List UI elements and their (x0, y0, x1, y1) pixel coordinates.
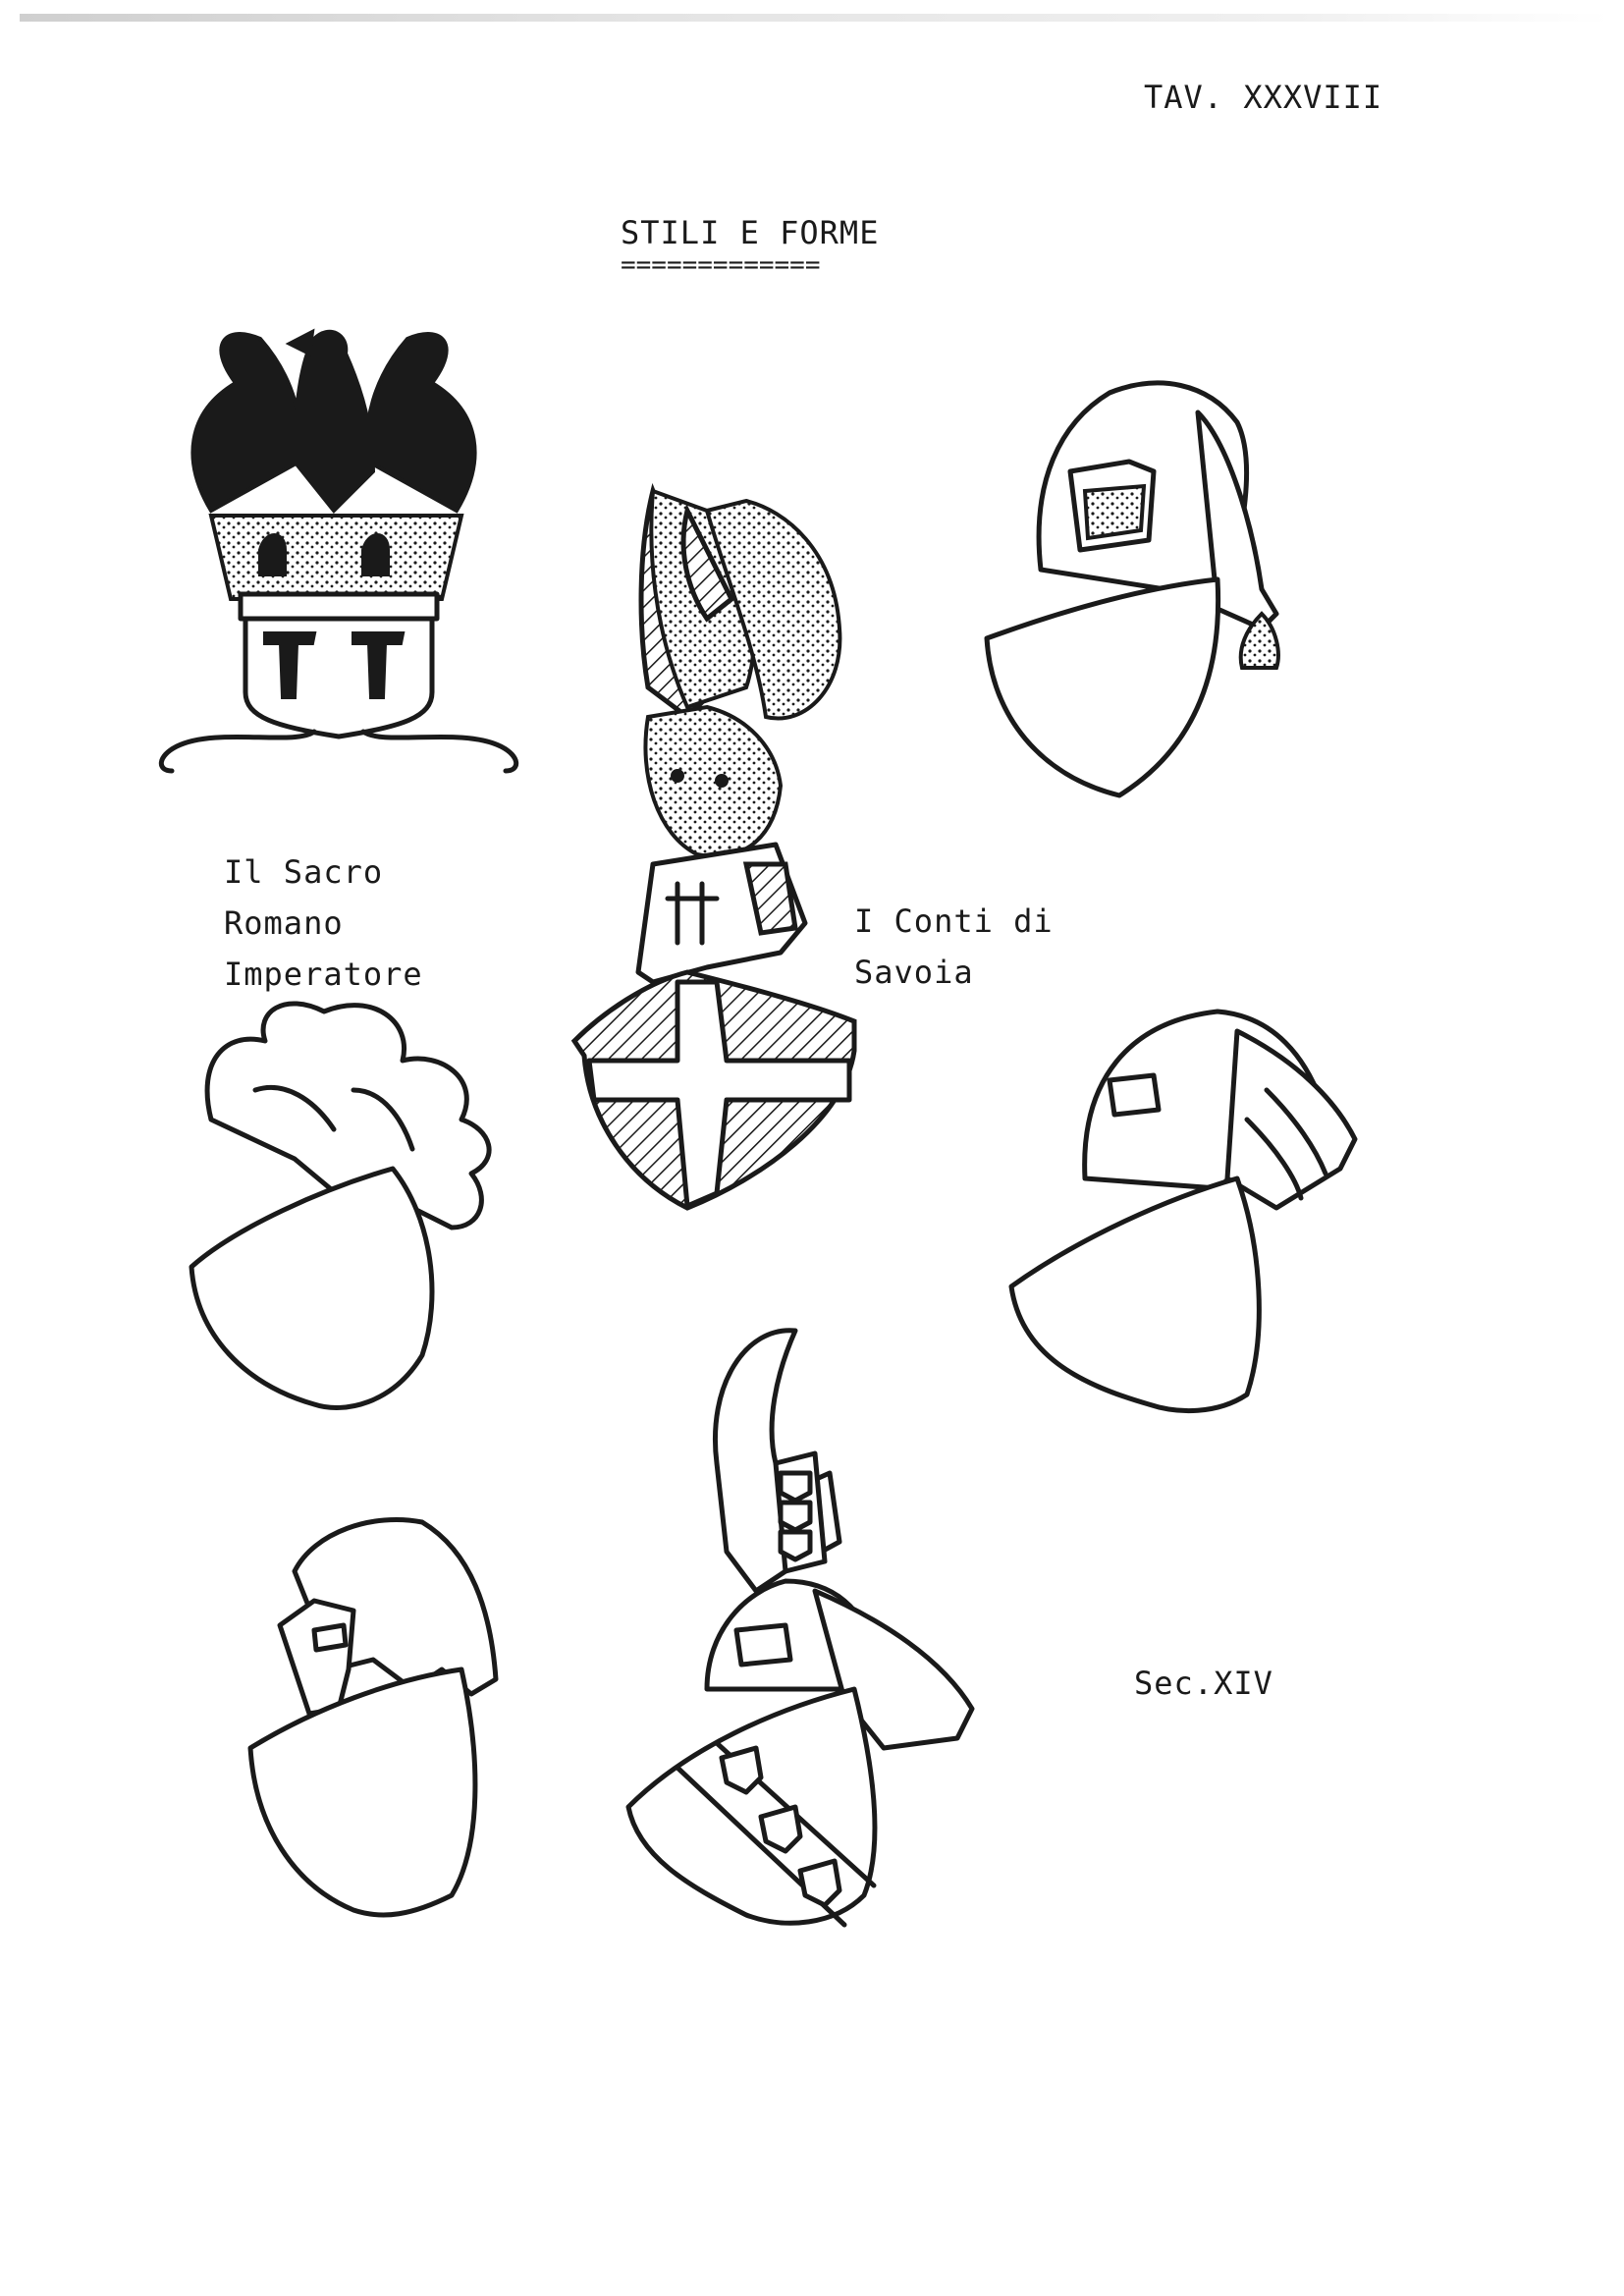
caption-savoy: I Conti di Savoia (854, 896, 1054, 998)
caption-emperor-line: Imperatore (224, 956, 423, 993)
caption-emperor-line: Il Sacro (224, 853, 384, 891)
caption-savoy-line: I Conti di (854, 902, 1054, 940)
page-title: STILI E FORME (621, 214, 880, 251)
caption-emperor-line: Romano (224, 904, 344, 942)
savoy-crest-shield (570, 482, 857, 1211)
title-underline: ============= (621, 250, 821, 280)
scan-edge (20, 14, 1610, 22)
helm-plume-shield (984, 380, 1280, 798)
caption-emperor: Il Sacro Romano Imperatore (224, 847, 423, 1000)
caption-century: Sec.XIV (1134, 1665, 1273, 1702)
helm-mantling-shield-right (1008, 1009, 1358, 1413)
helm-tall-crest-shield (625, 1328, 975, 1928)
caption-savoy-line: Savoia (854, 954, 974, 991)
plate-number: TAV. XXXVIII (1144, 79, 1383, 116)
eagle-crest-helm (158, 328, 519, 774)
feathered-helm-shield-left (189, 1001, 492, 1410)
helm-mantling-shield-lower-left (247, 1516, 499, 1918)
